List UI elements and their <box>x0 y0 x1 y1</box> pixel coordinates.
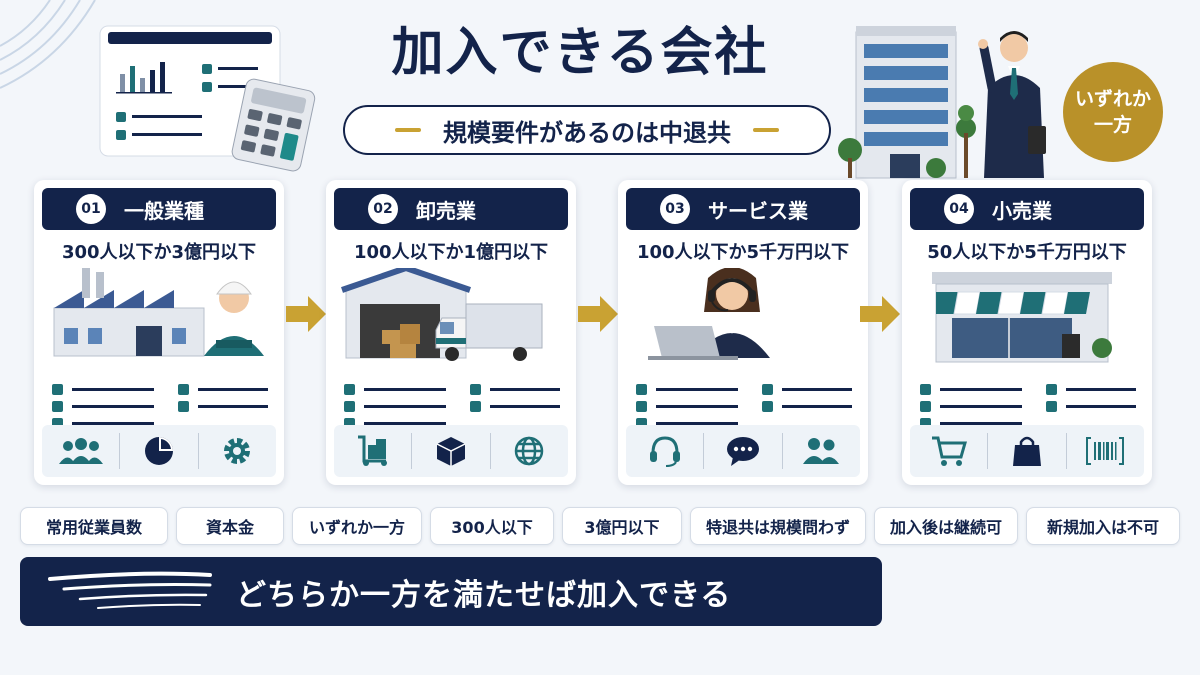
card-name: 卸売業 <box>416 198 476 223</box>
card-wholesale: 02 卸売業 100人以下か1億円以下 <box>326 180 576 485</box>
bottom-banner: どちらか一方を満たせば加入できる <box>20 557 882 626</box>
subtitle-text: 規模要件があるのは中退共 <box>443 118 731 147</box>
hand-truck-icon <box>334 433 411 469</box>
people-icon <box>42 433 119 469</box>
card-header: 01 一般業種 <box>42 188 276 230</box>
dash-left <box>395 128 421 132</box>
tag-300-people: 300人以下 <box>430 507 554 545</box>
badge-line2: 一方 <box>1093 114 1132 136</box>
building-businessman-illustration <box>836 18 1056 183</box>
speed-lines-decoration <box>48 571 212 609</box>
card-service: 03 サービス業 100人以下か5千万円以下 <box>618 180 868 485</box>
card-retail: 04 小売業 50人以下か5千万円以下 <box>902 180 1152 485</box>
tag-tokutaikyo: 特退共は規模問わず <box>690 507 866 545</box>
card-header: 02 卸売業 <box>334 188 568 230</box>
arrow-right-icon <box>860 296 900 332</box>
card-condition: 100人以下か5千万円以下 <box>636 242 850 263</box>
cart-icon <box>910 433 987 469</box>
card-number: 01 <box>76 194 106 224</box>
pie-chart-icon <box>119 433 197 469</box>
corner-decoration <box>0 0 96 89</box>
warehouse-truck-illustration <box>336 264 566 553</box>
checklist-left <box>920 384 1022 429</box>
card-icon-row <box>334 425 568 477</box>
card-name: 一般業種 <box>124 198 204 223</box>
shopping-bag-icon <box>987 433 1065 469</box>
card-name: 小売業 <box>992 198 1052 223</box>
chat-icon <box>703 433 781 469</box>
card-condition: 50人以下か5千万円以下 <box>927 242 1127 263</box>
card-name: サービス業 <box>708 198 808 223</box>
card-header: 04 小売業 <box>910 188 1144 230</box>
globe-icon <box>489 433 568 469</box>
keyword-tags: 常用従業員数 資本金 いずれか一方 300人以下 3億円以下 特退共は規模問わず… <box>20 507 1180 545</box>
operator-illustration <box>628 267 858 553</box>
tag-capital: 資本金 <box>176 507 284 545</box>
card-number: 04 <box>944 194 974 224</box>
badge-line1: いずれか <box>1074 88 1151 110</box>
checklist-left <box>52 384 154 429</box>
either-one-badge: いずれか 一方 <box>1063 62 1163 162</box>
card-header: 03 サービス業 <box>626 188 860 230</box>
tag-new-not-allowed: 新規加入は不可 <box>1026 507 1180 545</box>
shop-illustration <box>912 268 1142 553</box>
gear-icon <box>197 433 276 469</box>
tag-employees: 常用従業員数 <box>20 507 168 545</box>
tag-either-one: いずれか一方 <box>292 507 422 545</box>
banner-text: どちらか一方を満たせば加入できる <box>236 577 732 613</box>
card-number: 03 <box>660 194 690 224</box>
headset-icon <box>626 433 703 469</box>
card-condition: 100人以下か1億円以下 <box>353 242 549 263</box>
card-general-industry: 01 一般業種 300人以下か3億円以下 <box>34 180 284 485</box>
checklist-right <box>762 384 852 412</box>
page-title: 加入できる会社 <box>391 23 769 83</box>
dashboard-calculator-illustration <box>98 22 323 172</box>
card-icon-row <box>42 425 276 477</box>
factory-worker-illustration <box>44 268 274 553</box>
dash-right <box>753 128 779 132</box>
checklist-right <box>1046 384 1136 412</box>
card-number: 02 <box>368 194 398 224</box>
checklist-left <box>636 384 738 429</box>
tag-300m-yen: 3億円以下 <box>562 507 682 545</box>
checklist-right <box>178 384 268 412</box>
subtitle-pill: 規模要件があるのは中退共 <box>343 105 831 155</box>
box-icon <box>411 433 489 469</box>
arrow-right-icon <box>578 296 618 332</box>
arrow-right-icon <box>286 296 326 332</box>
card-icon-row <box>910 425 1144 477</box>
checklist-right <box>470 384 560 412</box>
tag-continue: 加入後は継続可 <box>874 507 1018 545</box>
barcode-icon <box>1065 433 1144 469</box>
checklist-left <box>344 384 446 429</box>
card-condition: 300人以下か3億円以下 <box>61 242 257 263</box>
card-icon-row <box>626 425 860 477</box>
people-icon <box>781 433 860 469</box>
